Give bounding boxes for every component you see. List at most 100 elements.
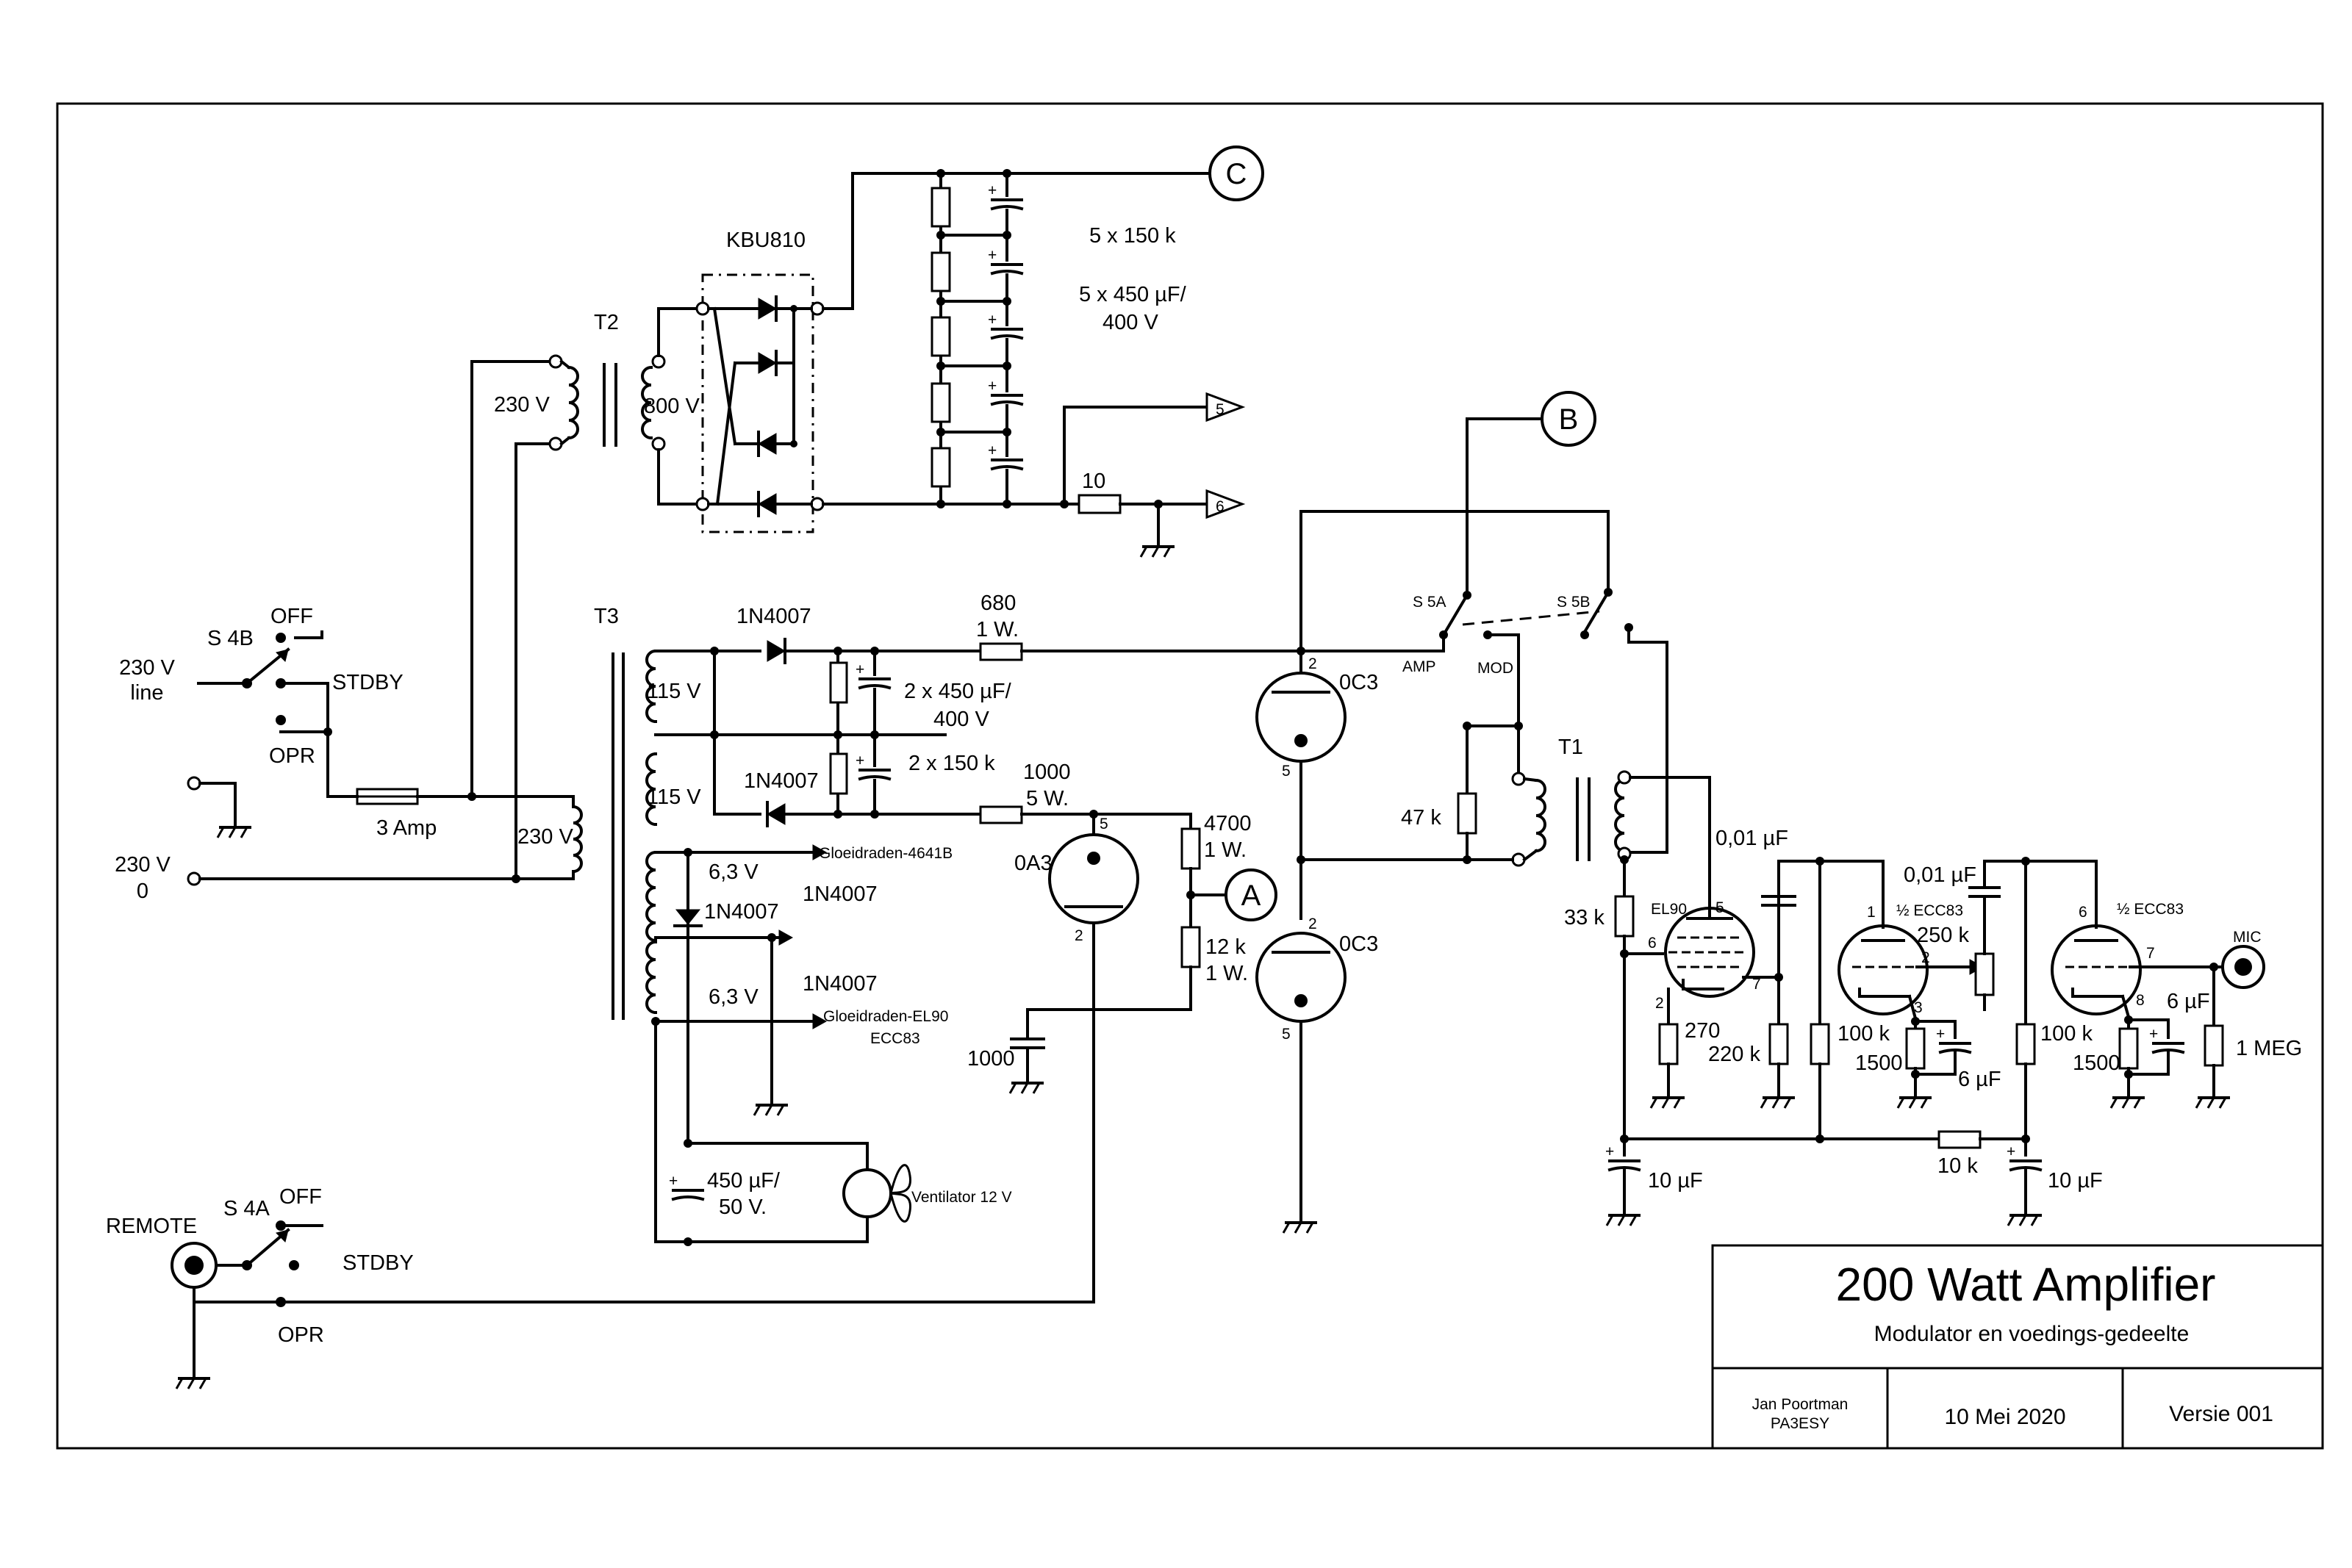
mod-label: MOD (1477, 660, 1513, 677)
s5b-label: S 5B (1557, 594, 1591, 611)
oc3-top-label: 0C3 (1339, 671, 1378, 694)
oc3-bottom-pin5: 5 (1282, 1026, 1291, 1043)
oc3-top-pin5: 5 (1282, 763, 1291, 780)
d4-label: 1N4007 (704, 900, 779, 924)
c10ua-label: 10 µF (1648, 1169, 1703, 1193)
heater-ecc83-label: ECC83 (870, 1030, 920, 1047)
r680-label-2: 1 W. (976, 618, 1019, 641)
drawing-title: 200 Watt Amplifier (1836, 1258, 2216, 1311)
filter-resistors-label: 5 x 150 k (1089, 224, 1176, 248)
oa3-pin5: 5 (1100, 816, 1108, 832)
cap450-label-2: 50 V. (719, 1195, 767, 1219)
t2-transformer-bridge: T2 230 V 800 V KBU810 (494, 145, 1264, 533)
t3-label: T3 (594, 605, 619, 628)
connector-c: C (1226, 158, 1247, 190)
author-name: Jan Poortman (1752, 1396, 1849, 1413)
c001b-label: 0,01 µF (1904, 863, 1976, 887)
s4b-stdby-label: STDBY (332, 671, 404, 694)
c2x450-label: 2 x 450 µF/ (904, 680, 1012, 703)
modulator-section: B S 5A S 5B AMP MOD T1 (1299, 391, 2302, 1227)
t1-label: T1 (1558, 736, 1583, 759)
r100kb-label: 100 k (2040, 1022, 2093, 1046)
connector-b: B (1559, 403, 1579, 436)
ecc83b-pin8: 8 (2136, 992, 2145, 1009)
s4b-opr-label: OPR (269, 744, 315, 768)
r1500a-label: 1500 (1855, 1051, 1903, 1075)
r680-label: 680 (980, 591, 1016, 615)
sheet-frame (56, 102, 2324, 1450)
r1000-label: 1000 (1023, 760, 1071, 784)
fan-label: Ventilator 12 V (911, 1189, 1012, 1206)
s4a-off-label: OFF (279, 1185, 322, 1209)
hv-filter-bank: 5 x 150 k 5 x 450 µF/ 400 V 5 10 6 (931, 169, 1246, 558)
author-callsign: PA3ESY (1771, 1415, 1829, 1432)
w63a-label: 6,3 V (709, 860, 759, 884)
el90-pin5: 5 (1715, 899, 1724, 916)
s4b-off-label: OFF (270, 605, 313, 628)
d1-label: 1N4007 (736, 605, 811, 628)
r4700-label: 4700 (1204, 812, 1252, 835)
r47k-label: 47 k (1401, 806, 1441, 830)
d5-label: 1N4007 (803, 972, 878, 996)
mic-label: MIC (2233, 929, 2262, 946)
drawing-version: Versie 001 (2169, 1402, 2273, 1426)
d2-label: 1N4007 (744, 769, 819, 793)
ecc83a-pin3: 3 (1914, 999, 1923, 1016)
c1000-label: 1000 (967, 1047, 1015, 1071)
regulator-section: 0A3 5 2 4700 1 W. A 12 k 1 W. 1000 0C3 2… (193, 647, 1378, 1303)
remote-switch-section: REMOTE S 4A OFF STDBY OPR (106, 1185, 414, 1390)
ecc83b-pin6: 6 (2079, 904, 2087, 921)
ecc83b-label: ½ ECC83 (2117, 901, 2184, 918)
c10ub-label: 10 µF (2048, 1169, 2103, 1193)
line-label: 230 V (119, 656, 175, 680)
switch-s4a-label: S 4A (223, 1197, 270, 1220)
heater-el90-label: Gloeidraden-EL90 (823, 1008, 948, 1025)
pot-label: 250 k (1917, 924, 1969, 947)
switch-s4b-label: S 4B (207, 627, 254, 650)
r12k-label-2: 1 W. (1205, 962, 1248, 985)
filter-caps-label: 5 x 450 µF/ (1079, 283, 1187, 306)
r270-label: 270 (1685, 1019, 1720, 1043)
t3-transformer-supply: T3 230 V 115 V 115 V 1N4007 1N4007 (517, 591, 1302, 1246)
s4a-opr-label: OPR (278, 1323, 324, 1347)
d3-label: 1N4007 (803, 882, 878, 906)
title-block: 200 Watt Amplifier Modulator en voedings… (1711, 1244, 2324, 1450)
drawing-date: 10 Mei 2020 (1944, 1405, 2065, 1429)
output-6: 6 (1216, 498, 1225, 515)
r10k-label: 10 k (1937, 1154, 1978, 1178)
oc3-bottom-label: 0C3 (1339, 932, 1378, 956)
connector-a: A (1241, 880, 1261, 912)
r12k-label: 12 k (1205, 935, 1246, 959)
heater-4641b-label: Gloeidraden-4641B (819, 845, 953, 862)
c6ub-label: 6 µF (2167, 990, 2210, 1013)
r33k-label: 33 k (1564, 906, 1605, 929)
fuse-label: 3 Amp (376, 816, 437, 840)
mains-input-section: 230 V line 230 V 0 S 4B OFF STDBY OPR 3 … (115, 360, 575, 903)
ecc83a-label: ½ ECC83 (1896, 902, 1963, 919)
t2-primary-label: 230 V (494, 393, 550, 417)
drawing-subtitle: Modulator en voedings-gedeelte (1874, 1322, 2190, 1346)
t3-115v-a-label: 115 V (647, 680, 701, 703)
t2-secondary-label: 800 V (644, 395, 700, 418)
oc3-bottom-pin2: 2 (1308, 916, 1317, 932)
s4a-stdby-label: STDBY (343, 1251, 414, 1275)
c2x450-label-2: 400 V (933, 708, 989, 731)
s5a-label: S 5A (1413, 594, 1446, 611)
amp-label: AMP (1402, 658, 1436, 675)
r1000-label-2: 5 W. (1026, 787, 1069, 810)
zero-label: 230 V (115, 853, 171, 877)
el90-pin7: 7 (1752, 976, 1761, 993)
r10-label: 10 (1082, 470, 1105, 493)
ecc83b-pin7: 7 (2146, 945, 2155, 962)
c001a-label: 0,01 µF (1715, 827, 1788, 850)
output-5: 5 (1216, 401, 1225, 418)
t3-primary-label: 230 V (517, 825, 573, 849)
el90-pin6: 6 (1648, 935, 1657, 952)
oa3-pin2: 2 (1075, 927, 1083, 944)
filter-caps-label-2: 400 V (1102, 311, 1158, 334)
r100ka-label: 100 k (1838, 1022, 1890, 1046)
bridge-label: KBU810 (726, 229, 806, 252)
t3-115v-b-label: 115 V (647, 785, 701, 809)
el90-label: EL90 (1651, 901, 1687, 918)
